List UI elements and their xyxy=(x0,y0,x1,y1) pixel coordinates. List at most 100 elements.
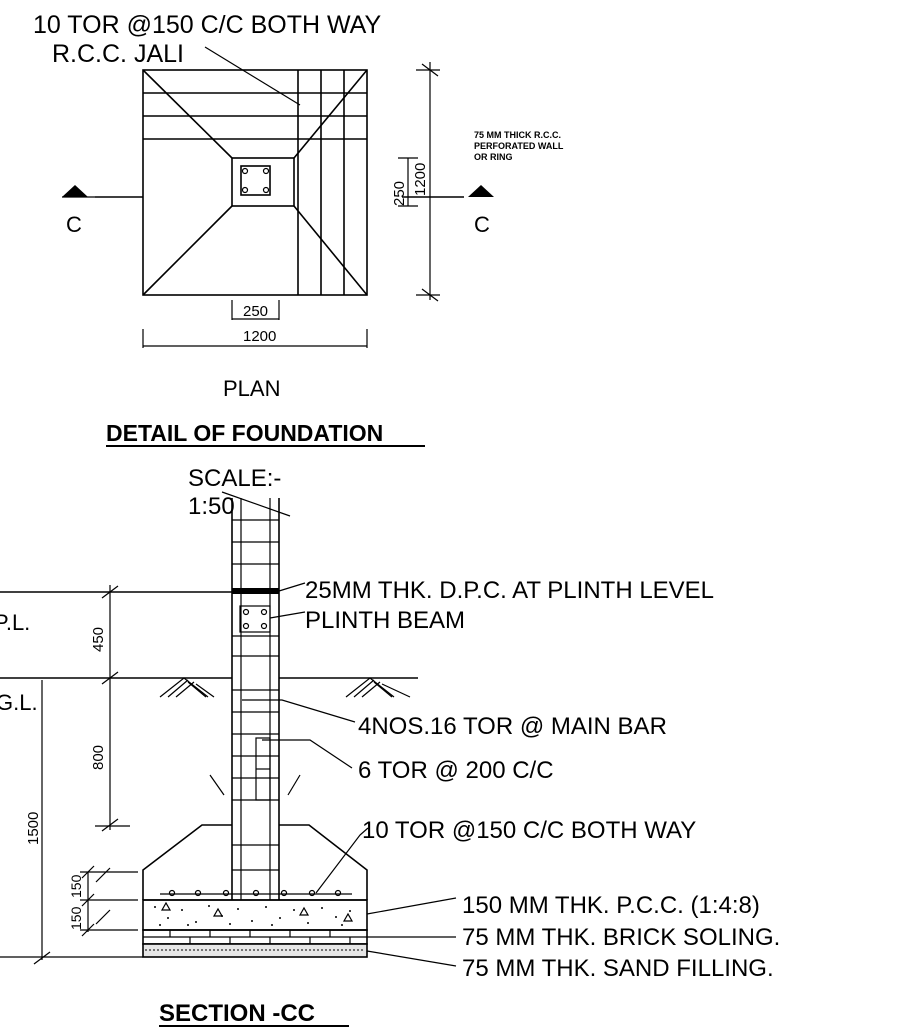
dot xyxy=(335,916,337,918)
earth-hatch-right-icon xyxy=(345,677,411,698)
section-arrow-left-icon xyxy=(62,185,88,197)
bar xyxy=(334,889,342,897)
plinth-bar xyxy=(260,622,268,630)
earth-hatch-left-icon xyxy=(159,677,215,698)
plan-dim-250-vertical: 250 xyxy=(391,181,408,206)
pcc-leader xyxy=(366,897,457,915)
plan-bar xyxy=(241,167,249,175)
plan-diagonal xyxy=(142,69,233,159)
pcc-label: 150 MM THK. P.C.C. (1:4:8) xyxy=(462,892,760,919)
plan-diagonal xyxy=(142,205,233,296)
stirrup-label: 6 TOR @ 200 C/C xyxy=(358,757,554,784)
rebar-mark xyxy=(287,774,301,796)
hatch xyxy=(195,683,215,698)
aggregate xyxy=(342,912,354,922)
section-view: P.L. G.L. xyxy=(0,491,780,1027)
rebar-mark xyxy=(209,774,225,796)
dim-tick xyxy=(33,951,51,965)
stirrup-leader xyxy=(262,739,353,769)
section-title: SECTION -CC xyxy=(159,1000,315,1027)
dot xyxy=(154,906,156,908)
section-arrow-right-icon xyxy=(468,185,494,197)
plan-bar xyxy=(262,167,270,175)
sand-leader xyxy=(366,950,457,967)
base-bar-leader xyxy=(315,827,369,894)
jali-leader-line xyxy=(204,46,301,106)
dim-800: 800 xyxy=(90,745,107,770)
dot xyxy=(279,917,281,919)
dot xyxy=(159,924,161,926)
plinth-bar xyxy=(242,608,250,616)
dot xyxy=(251,920,253,922)
dot xyxy=(307,922,309,924)
dot xyxy=(195,921,197,923)
section-mark-right: C xyxy=(474,212,490,237)
dim-tick xyxy=(101,671,119,685)
plinth-beam-label: PLINTH BEAM xyxy=(305,607,465,634)
hatch xyxy=(353,679,375,698)
wall-note-line-2: PERFORATED WALL xyxy=(474,141,564,151)
base-bar-label: 10 TOR @150 C/C BOTH WAY xyxy=(362,817,696,844)
dot xyxy=(271,924,273,926)
plinth-beam-leader xyxy=(269,611,306,619)
dot xyxy=(181,909,183,911)
wall-note-line-3: OR RING xyxy=(474,152,513,162)
plan-dim-1200: 1200 xyxy=(243,328,276,345)
dim-150-upper: 150 xyxy=(68,874,84,898)
ground-level-label: G.L. xyxy=(0,690,38,715)
dim-450: 450 xyxy=(90,627,107,652)
dot xyxy=(187,924,189,926)
dim-tick xyxy=(81,923,95,937)
aggregate xyxy=(298,906,310,916)
break-line xyxy=(221,491,291,517)
scale-label: SCALE:- xyxy=(188,465,281,492)
dot xyxy=(229,923,231,925)
plan-title: PLAN xyxy=(223,376,280,401)
pcc-layer xyxy=(142,899,368,931)
dim-tick xyxy=(95,909,111,925)
dim-tick xyxy=(95,867,111,883)
dpc-layer xyxy=(232,588,279,594)
plinth-bar xyxy=(242,622,250,630)
footing-right-slope xyxy=(279,824,368,900)
footing-left-slope xyxy=(142,824,232,900)
dot xyxy=(321,907,323,909)
brick-soling-label: 75 MM THK. BRICK SOLING. xyxy=(462,924,780,951)
hatch xyxy=(167,679,189,698)
dot xyxy=(208,905,210,907)
dot xyxy=(341,924,343,926)
plan-diagonal xyxy=(293,205,368,296)
dim-tick xyxy=(81,865,95,879)
hatch xyxy=(381,683,411,698)
dim-tick xyxy=(101,818,119,832)
pcc-aggregate xyxy=(154,905,351,926)
bar xyxy=(194,889,202,897)
dim-tick xyxy=(421,288,439,302)
plan-bar xyxy=(241,186,249,194)
bar xyxy=(222,889,230,897)
main-bar-label: 4NOS.16 TOR @ MAIN BAR xyxy=(358,713,667,740)
plan-view: 10 TOR @150 C/C BOTH WAY R.C.C. JALI C C xyxy=(33,11,564,401)
dim-tick xyxy=(101,585,119,599)
dot xyxy=(167,917,169,919)
aggregate xyxy=(160,901,172,911)
hatch xyxy=(187,681,207,698)
scale-value: 1:50 xyxy=(188,493,235,520)
base-rebar-dots xyxy=(168,889,342,897)
dim-tick xyxy=(81,893,95,907)
wall-note-line-1: 75 MM THICK R.C.C. xyxy=(474,130,561,140)
plan-jali-label: R.C.C. JALI xyxy=(52,40,184,68)
plan-reinforcement-note: 10 TOR @150 C/C BOTH WAY xyxy=(33,11,381,39)
plinth-bar xyxy=(260,608,268,616)
plan-dim-250: 250 xyxy=(243,303,268,320)
hatch xyxy=(373,681,393,698)
dim-tick xyxy=(421,63,439,77)
wall-courses xyxy=(232,519,279,871)
plan-outer-square xyxy=(142,69,368,296)
dpc-leader xyxy=(278,582,306,592)
bar xyxy=(252,889,260,897)
aggregate xyxy=(212,907,224,917)
plan-dim-1200-vertical: 1200 xyxy=(412,163,429,196)
dim-150-lower: 150 xyxy=(68,906,84,930)
hatch xyxy=(159,677,209,698)
